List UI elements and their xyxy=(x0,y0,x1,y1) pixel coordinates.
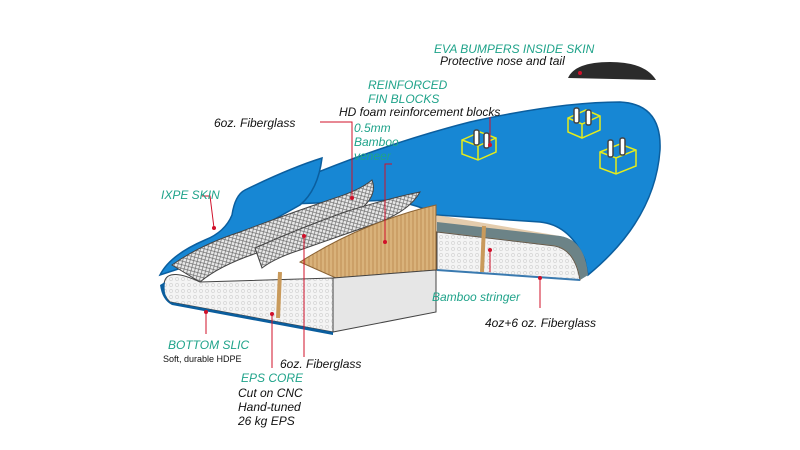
fiberglass-top-label: 6oz. Fiberglass xyxy=(214,116,296,130)
bottom-slick xyxy=(160,282,333,335)
bamboo-veneer xyxy=(298,204,437,279)
bottom-slick-desc: Soft, durable HDPE xyxy=(163,354,242,364)
ixpe-skin-label: IXPE SKIN xyxy=(161,188,220,202)
fin-box-3 xyxy=(599,137,637,175)
fin-title-line-1: REINFORCED xyxy=(368,78,448,92)
bamboo-veneer-label: 0.5mm Bamboo veneer xyxy=(354,121,399,163)
bamboo-stringer-label: Bamboo stringer xyxy=(432,290,521,304)
fin-title-line-2: FIN BLOCKS xyxy=(368,92,440,106)
right-bamboo-stringer xyxy=(480,225,486,273)
bamboo-veneer-line-1: 0.5mm xyxy=(354,121,391,135)
right-block-top xyxy=(437,215,588,280)
fin-box-1 xyxy=(461,129,497,161)
fiberglass-bottom-right-label: 4oz+6 oz. Fiberglass xyxy=(485,316,597,330)
bamboo-veneer-line-3: veneer xyxy=(354,149,391,163)
deck-surface xyxy=(239,101,661,277)
eps-line-3: 26 kg EPS xyxy=(238,414,295,428)
eva-bumper-shape xyxy=(568,62,656,80)
eps-core-title: EPS CORE xyxy=(241,371,304,385)
fin-blocks-title: REINFORCED FIN BLOCKS xyxy=(368,78,447,106)
eva-desc-label: Protective nose and tail xyxy=(440,54,565,68)
fiberglass-bottom-label: 6oz. Fiberglass xyxy=(280,357,362,371)
eps-core-desc: Cut on CNC Hand-tuned 26 kg EPS xyxy=(238,386,303,428)
eva-title-label: EVA BUMPERS INSIDE SKIN xyxy=(434,42,595,56)
bottom-slick-title: BOTTOM SLIC xyxy=(168,338,250,352)
fin-box-2 xyxy=(567,107,601,139)
eps-line-1: Cut on CNC xyxy=(238,386,303,400)
left-bamboo-stringer xyxy=(276,271,282,319)
left-eps-block xyxy=(162,274,334,333)
fin-blocks-desc: HD foam reinforcement blocks xyxy=(339,105,501,119)
bamboo-veneer-line-2: Bamboo xyxy=(354,135,399,149)
pointer-lines xyxy=(202,117,541,368)
left-eps-side xyxy=(332,269,437,333)
eps-line-2: Hand-tuned xyxy=(238,400,301,414)
pointer-dots xyxy=(204,71,582,316)
